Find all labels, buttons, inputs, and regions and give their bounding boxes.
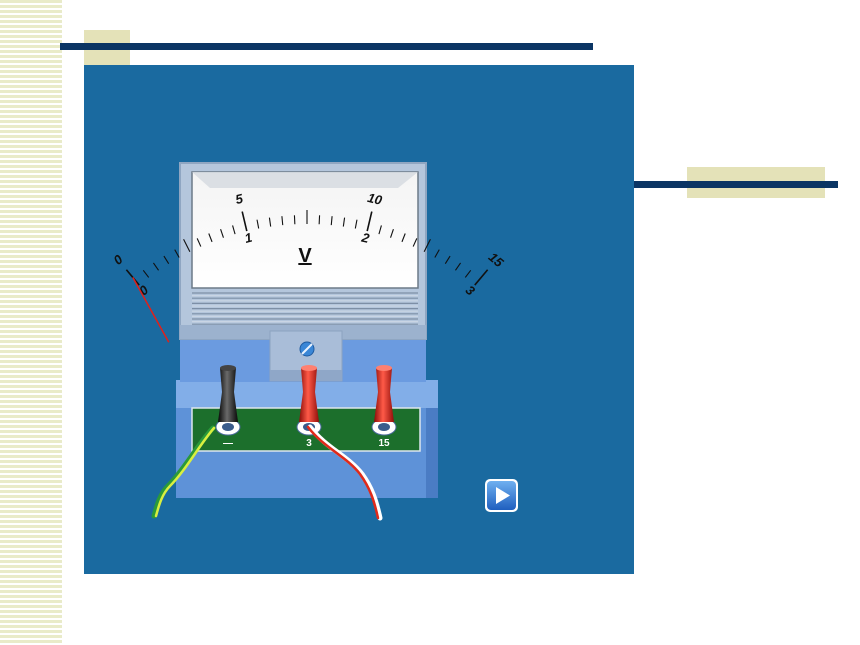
left-stripe-decoration: [0, 0, 62, 645]
navy-side-bar: [634, 181, 838, 188]
dial-tick: [366, 211, 373, 232]
dial-tick: [152, 262, 159, 271]
terminal-label: 3: [306, 438, 312, 449]
terminal-1[interactable]: —: [215, 365, 241, 449]
dial-tick: [208, 233, 213, 243]
dial-tick: [464, 269, 472, 278]
ground-wire-yellow: [154, 426, 216, 518]
terminal-post: [299, 368, 319, 422]
dial-tick: [142, 269, 150, 278]
dial-tick: [232, 225, 236, 235]
vent-grille: [192, 292, 418, 325]
dial-ticks: [125, 210, 489, 286]
dial-tick: [220, 229, 224, 238]
dial-tick: [354, 219, 358, 229]
dial-tick: [378, 225, 382, 235]
play-icon: [496, 487, 510, 504]
unit-symbol: V: [298, 245, 312, 267]
terminal-post: [218, 368, 238, 422]
dial-tick: [256, 219, 260, 229]
dial-tick: [444, 255, 451, 264]
dial-tick: [455, 262, 462, 271]
dial-tick: [241, 211, 248, 232]
dial-face: [191, 171, 419, 289]
dial-tick: [342, 217, 346, 227]
dial-tick: [174, 249, 180, 258]
meter-needle: [132, 277, 170, 343]
play-button[interactable]: [485, 479, 518, 512]
terminal-label: 15: [378, 438, 390, 449]
dial-tick: [163, 255, 170, 264]
dial-tick: [390, 229, 394, 238]
upper-scale-label: 5: [234, 191, 245, 207]
dial-face-bevel: [192, 172, 418, 188]
terminal-cap: [220, 365, 236, 371]
terminal-hole: [378, 423, 390, 431]
dial-tick: [434, 249, 440, 258]
meter-base-side: [426, 408, 438, 498]
terminal-cap: [376, 365, 392, 371]
terminal-hole: [222, 423, 234, 431]
dial-tick: [183, 239, 191, 253]
dial-tick: [474, 269, 489, 286]
terminal-post: [374, 368, 394, 422]
dial-tick: [412, 238, 418, 247]
ground-wire-green: [151, 425, 216, 519]
terminals: — 3 15: [215, 365, 397, 449]
dial-tick: [330, 216, 333, 226]
dial-tick: [281, 216, 284, 226]
dial-tick: [268, 217, 272, 227]
terminal-3[interactable]: 15: [371, 365, 397, 449]
dial-tick: [423, 239, 431, 253]
zero-adjust-screw-slot: [301, 343, 313, 355]
lower-scale-label: 1: [243, 230, 253, 246]
positive-wire-red: [306, 425, 380, 520]
terminal-label: —: [223, 438, 233, 449]
terminal-cap: [301, 365, 317, 371]
navy-title-bar: [60, 43, 593, 50]
dial-tick: [196, 238, 202, 247]
upper-scale-label: 10: [366, 190, 384, 208]
dial-tick: [401, 233, 406, 243]
